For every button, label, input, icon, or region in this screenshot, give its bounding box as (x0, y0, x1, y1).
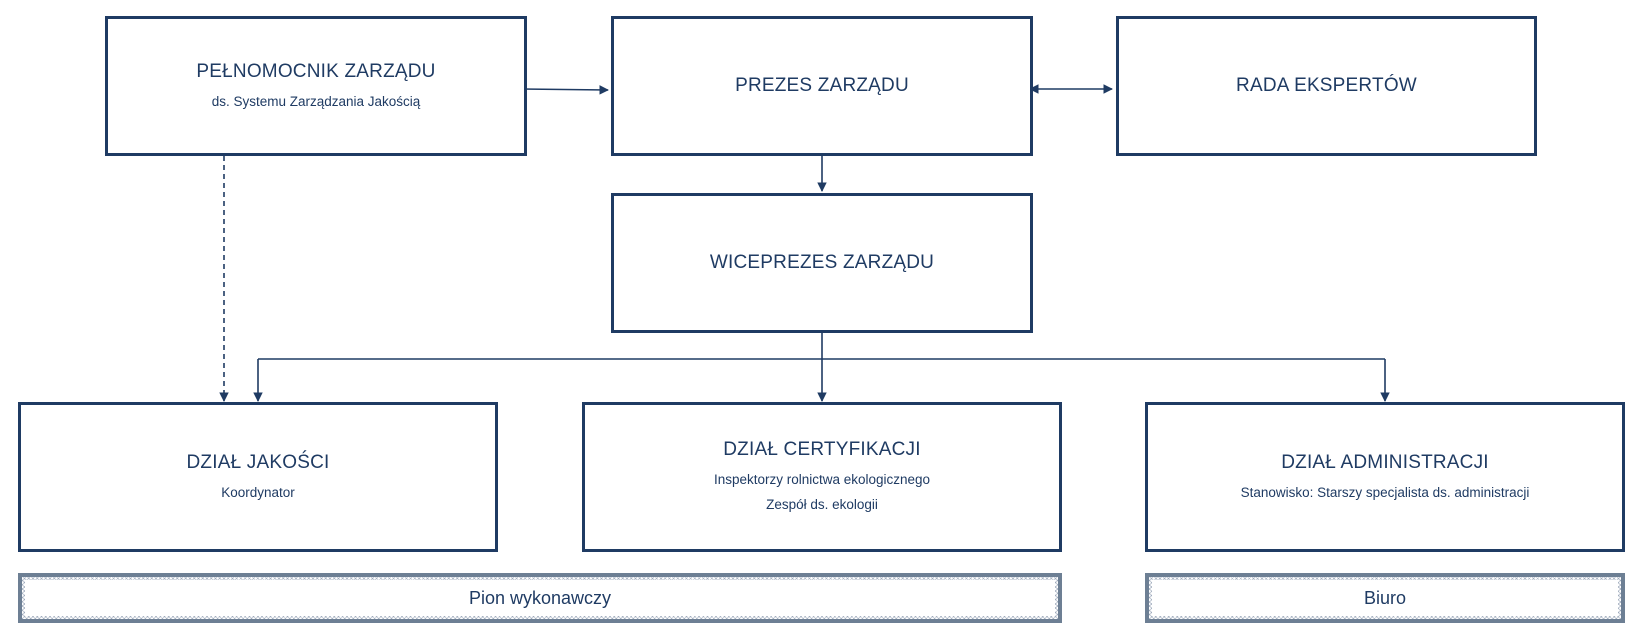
box-dzial-jakosci: DZIAŁ JAKOŚCI Koordynator (18, 402, 498, 552)
biuro-label: Biuro (1152, 580, 1618, 616)
jakosc-title: DZIAŁ JAKOŚCI (186, 451, 330, 473)
jakosc-subtitle: Koordynator (221, 484, 295, 500)
pelnomocnik-subtitle: ds. Systemu Zarządzania Jakością (211, 93, 421, 109)
group-band-pion-wykonawczy: Pion wykonawczy (18, 573, 1062, 623)
box-dzial-administracji: DZIAŁ ADMINISTRACJI Stanowisko: Starszy … (1145, 402, 1625, 552)
pelnomocnik-title: PEŁNOMOCNIK ZARZĄDU (196, 60, 436, 82)
certyfikacja-subtitle-2: Zespół ds. ekologii (766, 497, 878, 513)
group-band-biuro: Biuro (1145, 573, 1625, 623)
prezes-title: PREZES ZARZĄDU (735, 74, 909, 96)
certyfikacja-subtitle-1: Inspektorzy rolnictwa ekologicznego (713, 471, 931, 487)
box-prezes-zarzadu: PREZES ZARZĄDU (611, 16, 1033, 156)
rada-title: RADA EKSPERTÓW (1236, 74, 1417, 96)
box-dzial-certyfikacji: DZIAŁ CERTYFIKACJI Inspektorzy rolnictwa… (582, 402, 1062, 552)
box-rada-ekspertow: RADA EKSPERTÓW (1116, 16, 1537, 156)
pion-wykonawczy-label: Pion wykonawczy (25, 580, 1055, 616)
box-wiceprezes-zarzadu: WICEPREZES ZARZĄDU (611, 193, 1033, 333)
certyfikacja-title: DZIAŁ CERTYFIKACJI (723, 439, 921, 461)
box-pelnomocnik-zarzadu: PEŁNOMOCNIK ZARZĄDU ds. Systemu Zarządza… (105, 16, 527, 156)
administracja-title: DZIAŁ ADMINISTRACJI (1281, 451, 1489, 473)
arrow-pelnomocnik-prezes (520, 85, 609, 95)
wiceprezes-title: WICEPREZES ZARZĄDU (709, 251, 935, 273)
administracja-subtitle: Stanowisko: Starszy specjalista ds. admi… (1240, 484, 1530, 500)
